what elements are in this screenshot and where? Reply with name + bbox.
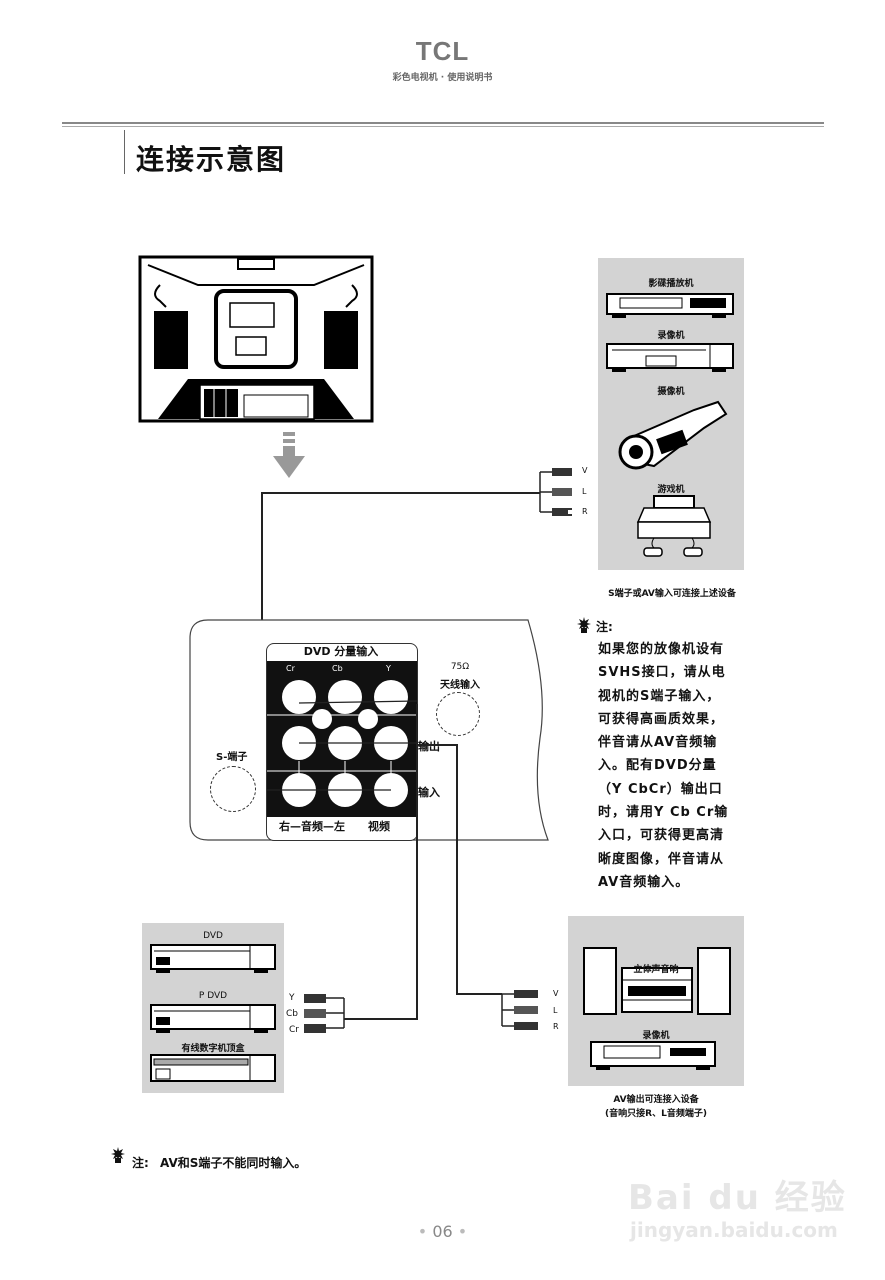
- device-label: 立体声音响: [633, 965, 679, 975]
- tv-back-illustration: [138, 255, 374, 423]
- note-line: 时，请用Y Cb Cr输: [598, 805, 729, 821]
- row-label-output: 输出: [418, 740, 440, 753]
- column-label-cb: Cb: [332, 664, 343, 673]
- jack-label-cb: Cb: [286, 1009, 298, 1019]
- note-line: 伴音请从AV音频输: [598, 735, 718, 751]
- video-label: 视频: [368, 820, 390, 833]
- column-label-y: Y: [386, 664, 391, 673]
- jack-label-y: Y: [289, 993, 295, 1003]
- av-output-devices-panel: 立体声音响 录像机: [568, 916, 744, 1086]
- row-label-input: 输入: [418, 786, 440, 799]
- game-console-icon: [636, 495, 712, 557]
- device-label: 影碟播放机: [648, 279, 694, 289]
- connection-line: [456, 993, 502, 995]
- pdvd-player-icon: [150, 1004, 276, 1033]
- watermark-url: jingyan.baidu.com: [630, 1218, 838, 1242]
- note-line: 晰度图像，伴音请从: [598, 851, 725, 867]
- note-line: （Y CbCr）输出口: [598, 781, 723, 797]
- vcr-icon: [606, 343, 734, 372]
- note-line: SVHS接口，请从电: [598, 665, 726, 681]
- connection-line: [416, 704, 418, 1020]
- av-cable-connector: [501, 990, 538, 1030]
- jack-label-v: V: [582, 466, 588, 475]
- av-output-note: (音响只接R、L音频端子): [605, 1109, 707, 1119]
- source-devices-caption: S端子或AV输入可连接上述设备: [608, 589, 736, 599]
- s-terminal-port[interactable]: [210, 766, 256, 812]
- jack-label-r: R: [553, 1022, 559, 1031]
- set-top-box-icon: [150, 1054, 276, 1082]
- side-note-label: 注:: [596, 620, 613, 634]
- side-note-text: 如果您的放像机设有 SVHS接口，请从电 视机的S端子输入， 可获得高画质效果，…: [598, 638, 768, 894]
- page-number-value: 06: [432, 1222, 453, 1241]
- watermark-brand: Bai du 经验: [628, 1178, 847, 1218]
- device-label: P DVD: [198, 991, 228, 1001]
- page-number: • 06 •: [417, 1222, 468, 1241]
- header-rule: [62, 122, 824, 124]
- note-line: 入口，可获得更高清: [598, 828, 725, 844]
- note-line: 可获得高画质效果，: [598, 711, 725, 727]
- column-label-cr: Cr: [286, 664, 295, 673]
- audio-label: 右—音频—左: [279, 820, 345, 833]
- lightbulb-icon: [111, 1147, 125, 1163]
- antenna-impedance-label: 75Ω: [450, 662, 470, 672]
- jack-label-cr: Cr: [289, 1025, 299, 1035]
- av-output-caption: AV输出可连接入设备: [613, 1095, 699, 1105]
- source-devices-panel: 影碟播放机 录像机 摄像机 游戏机: [598, 258, 744, 570]
- antenna-input-label: 天线输入: [440, 680, 480, 691]
- component-cable-connector: [304, 994, 345, 1033]
- connection-line: [416, 744, 458, 746]
- bottom-note-label: 注:: [132, 1156, 149, 1170]
- dvd-player-icon: [150, 944, 276, 973]
- dvd-player-icon: [606, 293, 734, 318]
- note-line: 如果您的放像机设有: [598, 642, 725, 657]
- arrow-down-icon: [273, 432, 305, 478]
- device-label: 游戏机: [657, 485, 685, 495]
- manual-subtitle: 彩色电视机 · 使用说明书: [392, 73, 493, 83]
- connection-line: [261, 492, 540, 494]
- antenna-input-port[interactable]: [436, 692, 480, 736]
- jack-label-l: L: [553, 1006, 558, 1015]
- dvd-sources-panel: DVD P DVD 有线数字机顶盒: [142, 923, 284, 1093]
- note-line: 入。配有DVD分量: [598, 758, 717, 774]
- brand-logo: TCL: [415, 36, 470, 66]
- s-terminal-label: S-端子: [216, 752, 248, 763]
- title-bar: [124, 130, 125, 174]
- vcr-icon: [590, 1041, 716, 1070]
- stereo-system-icon: [583, 947, 731, 1015]
- jack-label-v: V: [553, 989, 559, 998]
- device-label: 录像机: [657, 331, 685, 341]
- connection-line: [344, 1018, 417, 1020]
- connection-line: [456, 744, 458, 994]
- device-label: DVD: [203, 931, 223, 941]
- jack-label-r: R: [582, 507, 588, 516]
- device-label: 录像机: [642, 1031, 670, 1041]
- lightbulb-icon: [577, 617, 591, 633]
- header-rule-thin: [62, 126, 824, 127]
- camcorder-icon: [618, 400, 728, 470]
- av-cable-connector: [539, 468, 573, 516]
- device-label: 摄像机: [657, 387, 685, 397]
- page-title: 连接示意图: [136, 143, 287, 176]
- note-line: 视机的S端子输入，: [598, 688, 721, 704]
- jack-grid: [267, 661, 417, 817]
- device-label: 有线数字机顶盒: [181, 1044, 245, 1054]
- bottom-note-text: AV和S端子不能同时输入。: [160, 1156, 307, 1170]
- jack-label-l: L: [582, 487, 587, 496]
- note-line: AV音频输入。: [598, 874, 690, 890]
- dvd-component-header: DVD 分量输入: [303, 645, 379, 658]
